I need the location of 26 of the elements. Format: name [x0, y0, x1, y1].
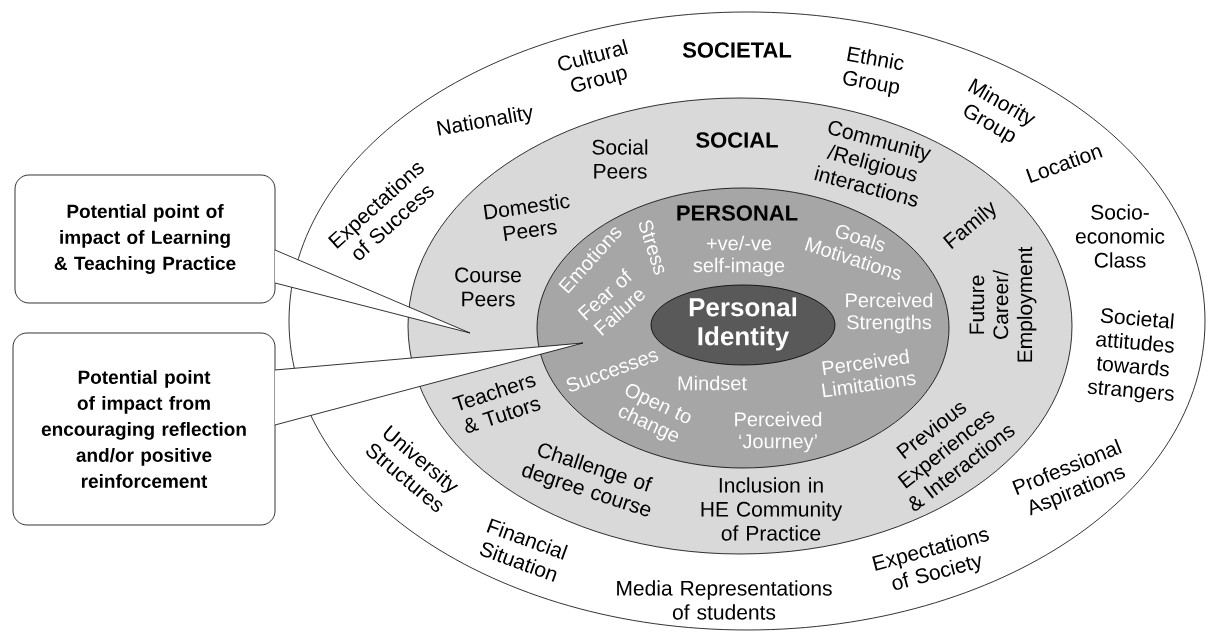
- factor-label: Nationality: [436, 106, 533, 136]
- factor-label: Course Peers: [455, 267, 521, 307]
- factor-label: Teachers & Tutors: [452, 376, 541, 433]
- factor-label: Inclusion in HE Community of Practice: [701, 477, 843, 541]
- callout-box: Potential point of impact from encouraging reflection and/or positive reinforcement: [12, 332, 276, 526]
- factor-label: Cultural Group: [558, 38, 628, 92]
- factor-label: Perceived Limitations: [821, 348, 916, 398]
- callout-pointer: [274, 249, 471, 334]
- factor-label: Domestic Peers: [483, 194, 570, 241]
- factor-label: Societal attitudes towards strangers: [1087, 308, 1174, 403]
- factor-label: Socio-economic Class: [1075, 204, 1165, 268]
- factor-label: Perceived Strengths: [846, 292, 933, 334]
- ring-heading: SOCIAL: [696, 132, 778, 148]
- factor-label: Future Career/ Employment: [969, 246, 1037, 362]
- factor-label: Media Representations of students: [617, 580, 832, 620]
- factor-label: Social Peers: [592, 139, 648, 179]
- ring-heading: SOCIETAL: [682, 42, 792, 58]
- core-label: Personal Identity: [689, 297, 797, 351]
- factor-label: Mindset: [678, 375, 747, 391]
- factor-label: Perceived ‘Journey’: [735, 411, 822, 453]
- factor-label: Ethnic Group: [843, 46, 904, 98]
- factor-label: Stress: [639, 220, 665, 275]
- callout-box: Potential point of impact of Learning & Teaching Practice: [14, 174, 276, 304]
- callout-pointer: [274, 342, 584, 426]
- ring-heading: PERSONAL: [677, 205, 798, 221]
- factor-label: +ve/-ve self-image: [693, 235, 785, 277]
